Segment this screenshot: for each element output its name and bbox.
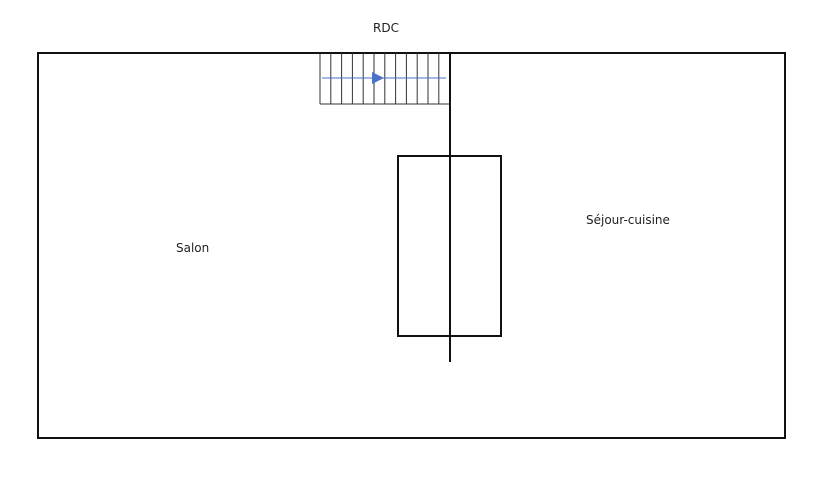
staircase — [319, 53, 450, 105]
room-label-salon: Salon — [176, 241, 210, 255]
room-label-sejour-cuisine: Séjour-cuisine — [586, 213, 670, 227]
plan-title: RDC — [373, 21, 399, 35]
outer-wall — [37, 52, 786, 439]
central-block — [397, 155, 502, 337]
arrow-right-icon — [372, 72, 384, 84]
